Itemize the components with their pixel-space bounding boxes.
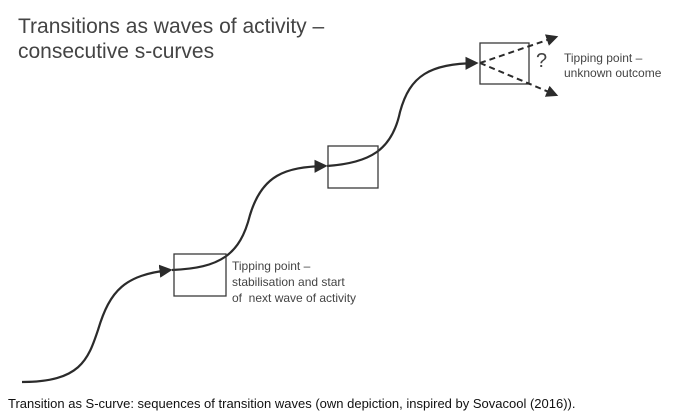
diagram-title-line-2: consecutive s-curves (18, 40, 214, 63)
dashed-arrow-down (479, 62, 559, 97)
top-note-line-1: Tipping point – (564, 51, 643, 65)
s-curve-wave-3 (326, 56, 479, 168)
middle-note-line-2: stabilisation and start (232, 275, 345, 289)
s-curve-diagram: Transitions as waves of activity – conse… (18, 15, 662, 384)
dashed-arrow-up (479, 34, 559, 64)
middle-note-line-1: Tipping point – (232, 259, 311, 273)
tipping-point-box-lower (173, 253, 227, 297)
s-curve-wave-1 (21, 264, 173, 384)
s-curve-wave-2 (171, 159, 328, 272)
tipping-point-box-middle (327, 145, 379, 189)
diagram-title-line-1: Transitions as waves of activity – (18, 15, 324, 38)
top-note-line-2: unknown outcome (564, 66, 662, 80)
figure-caption: Transition as S-curve: sequences of tran… (8, 396, 576, 411)
question-mark: ? (536, 50, 547, 72)
middle-note-line-3: of next wave of activity (232, 291, 356, 305)
